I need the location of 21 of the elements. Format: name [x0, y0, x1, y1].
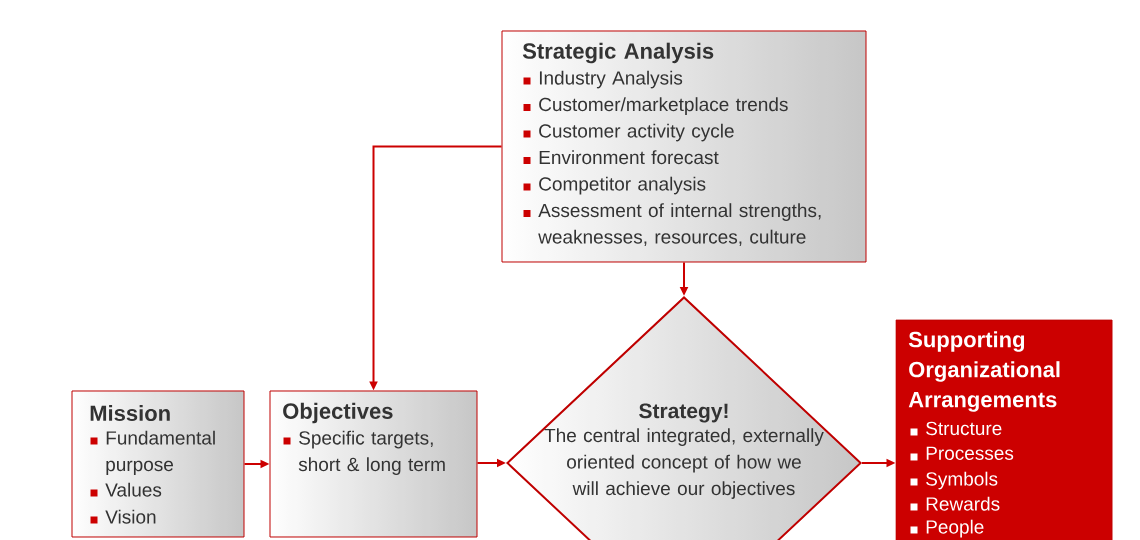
bullet-item: Environment forecast — [523, 150, 719, 165]
bullet-item: Fundamental purpose — [90, 430, 215, 475]
box-heading: Mission — [90, 404, 170, 422]
box-heading: Strategic Analysis — [522, 42, 714, 64]
box-heading: Objectives — [283, 402, 393, 424]
bullet-item: Rewards — [910, 496, 1000, 511]
bullet-item: Values — [90, 482, 162, 497]
bullet-item: Customer/marketplace trends — [523, 97, 788, 115]
diamond-heading: Strategy! — [639, 403, 728, 423]
bullet-item: Processes — [910, 446, 1014, 461]
bullet-item: Assessment of internal strengths, weaknesses, resources, culture — [523, 203, 821, 246]
bullet-item: Customer activity cycle — [523, 123, 734, 142]
bullet-item: Industry Analysis — [523, 70, 683, 89]
bullet-item: People — [910, 519, 984, 538]
bullet-item: Specific targets, short & long term — [283, 430, 445, 475]
bullet-item: Vision — [90, 509, 156, 524]
bullet-item: Symbols — [910, 471, 998, 490]
box-heading: Supporting Organizational Arrangements — [908, 331, 1060, 412]
bullet-item: Structure — [910, 421, 1002, 436]
bullet-item: Competitor analysis — [523, 176, 706, 195]
diamond-text: The central integrated, externally oriented concept of how we will achieve our objectives — [544, 428, 824, 499]
